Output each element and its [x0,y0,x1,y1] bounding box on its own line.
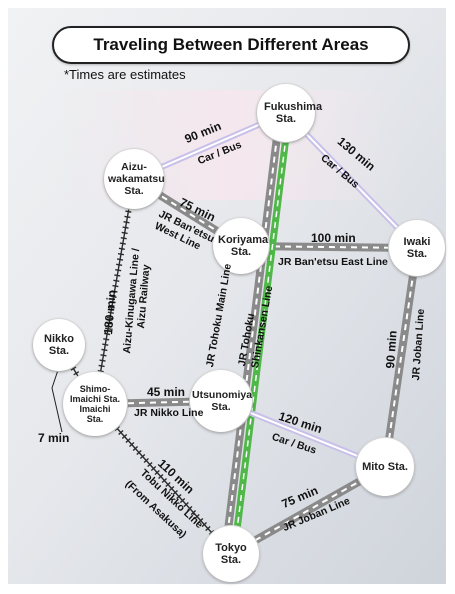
station-imaichi-label: Imaichi Sta. [79,404,111,424]
station-shimo-imaichi-labels: Shimo-Imaichi Sta. Imaichi Sta. [66,384,124,424]
station-koriyama-label: Koriyama Sta. [218,234,269,258]
koriyama-iwaki-line: JR Ban'etsu East Line [278,256,388,268]
koriyama-iwaki-time: 100 min [311,231,356,245]
station-nikko[interactable]: Nikko Sta. [33,319,85,371]
station-tokyo-label: Tokyo Sta. [215,542,247,566]
station-fukushima-label: Fukushima Sta. [264,101,323,125]
aizu-shimo-time: 180 min [101,289,119,336]
route-iwaki-mito-dash [384,247,418,468]
station-utsunomiya[interactable]: Utsunomiya Sta. [190,370,252,432]
route-fukushima-iwaki-center [285,112,418,249]
route-aizu-shimo-imaichi-ties [92,178,137,405]
station-mito-label: Mito Sta. [362,461,408,473]
shimo-utsunomiya-time: 45 min [147,385,186,399]
station-aizu-wakamatsu-label: Aizu-wakamatsu Sta. [108,161,165,197]
station-iwaki-label: Iwaki Sta. [403,236,431,260]
route-tohoku-main-dash [224,112,281,555]
estimate-note: *Times are estimates [64,67,186,82]
page-title: Traveling Between Different Areas [52,26,410,64]
nikko-shimo-time: 7 min [38,431,70,445]
station-mito[interactable]: Mito Sta. [356,438,414,496]
station-koriyama[interactable]: Koriyama Sta. [213,218,269,274]
shimo-utsunomiya-line: JR Nikko Line [134,407,204,419]
station-fukushima[interactable]: Fukushima Sta. [257,84,323,142]
route-koriyama-iwaki-dash [240,245,418,249]
iwaki-mito-time: 90 min [383,330,400,369]
station-aizu-wakamatsu[interactable]: Aizu-wakamatsu Sta. [104,149,165,209]
route-tohoku-shinkansen-dash [233,112,290,555]
route-shimo-imaichi-tokyo-ties [92,401,234,557]
station-iwaki[interactable]: Iwaki Sta. [389,220,445,276]
station-shimo-imaichi-label: Shimo-Imaichi Sta. [69,384,121,404]
station-utsunomiya-label: Utsunomiya Sta. [192,389,253,413]
station-tokyo[interactable]: Tokyo Sta. [203,526,259,582]
station-shimo-imaichi[interactable]: Shimo-Imaichi Sta. Imaichi Sta. [63,372,127,436]
route-mito-tokyo-dash [230,466,386,555]
station-nikko-label: Nikko Sta. [44,333,74,357]
